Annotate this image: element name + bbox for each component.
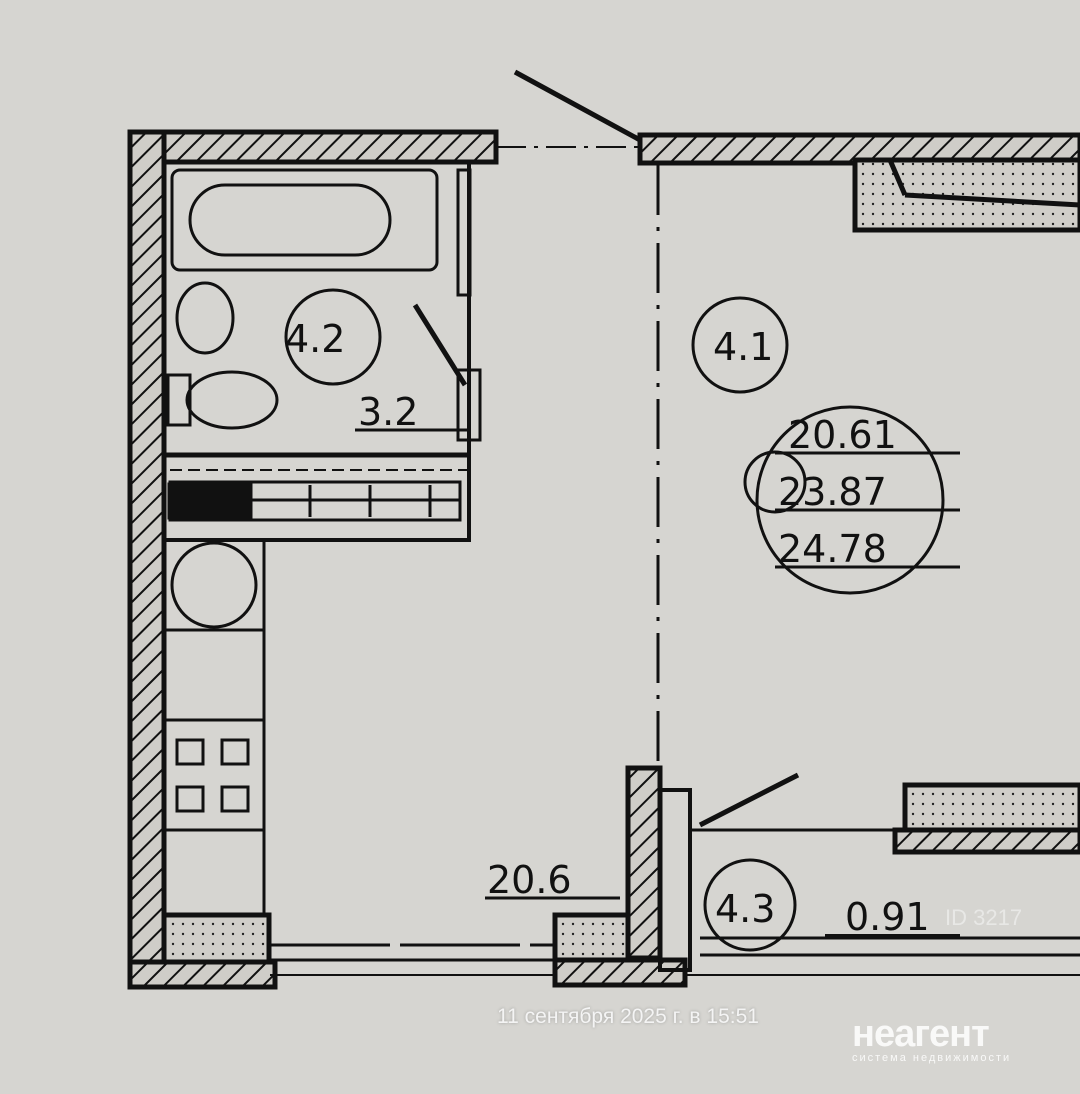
brand-tagline: система недвижимости	[852, 1052, 1012, 1064]
balcony-door-jamb	[658, 788, 692, 972]
kitchen-counter	[162, 538, 266, 917]
stove	[175, 738, 250, 813]
area-living-side: 20.6	[487, 858, 572, 902]
wall-bottom-middle	[552, 957, 688, 988]
stove-burner	[220, 738, 250, 766]
area-balcony: 0.91	[845, 895, 930, 939]
wardrobe-solid-section	[167, 482, 253, 520]
area-bathroom: 3.2	[358, 390, 418, 434]
window-frame-line	[904, 192, 1080, 208]
stove-burner	[175, 738, 205, 766]
kitchen-sink	[170, 541, 258, 629]
window-top-right	[852, 157, 1080, 233]
neagent-watermark: неагент система недвижимости	[852, 1013, 1012, 1064]
wall-bottom-left	[127, 959, 278, 990]
area-total-with-balcony: 24.78	[778, 527, 887, 571]
window-sill-right	[552, 912, 638, 963]
room-number-living: 4.1	[713, 325, 773, 369]
toilet	[185, 370, 279, 430]
room-marker-4-1	[691, 296, 789, 394]
stove-burner	[220, 785, 250, 813]
room-marker-4-2	[284, 288, 382, 386]
room-marker-4-3	[703, 858, 797, 952]
bathroom-walls	[162, 160, 471, 542]
balcony-wall	[892, 827, 1080, 855]
area-marker	[755, 405, 945, 595]
cian-watermark: ID 3217	[945, 905, 1022, 931]
balcony-door	[698, 772, 800, 828]
area-living: 20.61	[788, 413, 897, 457]
balcony-partition-wall	[625, 765, 663, 961]
window-sill-left	[161, 912, 272, 968]
stove-burner	[175, 785, 205, 813]
wall-top-left	[127, 129, 499, 165]
balcony-window-sill	[902, 782, 1080, 833]
bathtub-basin	[188, 183, 392, 257]
toilet-tank	[166, 373, 192, 427]
photo-timestamp: 11 сентября 2025 г. в 15:51	[497, 1005, 759, 1028]
bathroom-partition	[456, 168, 472, 297]
sink	[175, 281, 235, 355]
cian-id: ID 3217	[945, 905, 1023, 930]
window-frame-line	[887, 159, 908, 196]
bathtub	[170, 168, 439, 272]
brand-logo: неагент	[852, 1013, 990, 1055]
room-number-bathroom: 4.2	[285, 317, 345, 361]
room-number-balcony: 4.3	[715, 887, 775, 931]
area-total: 23.87	[778, 470, 887, 514]
entrance-door	[513, 69, 642, 143]
bathroom-door-jamb	[456, 368, 482, 442]
wall-left	[127, 129, 167, 990]
